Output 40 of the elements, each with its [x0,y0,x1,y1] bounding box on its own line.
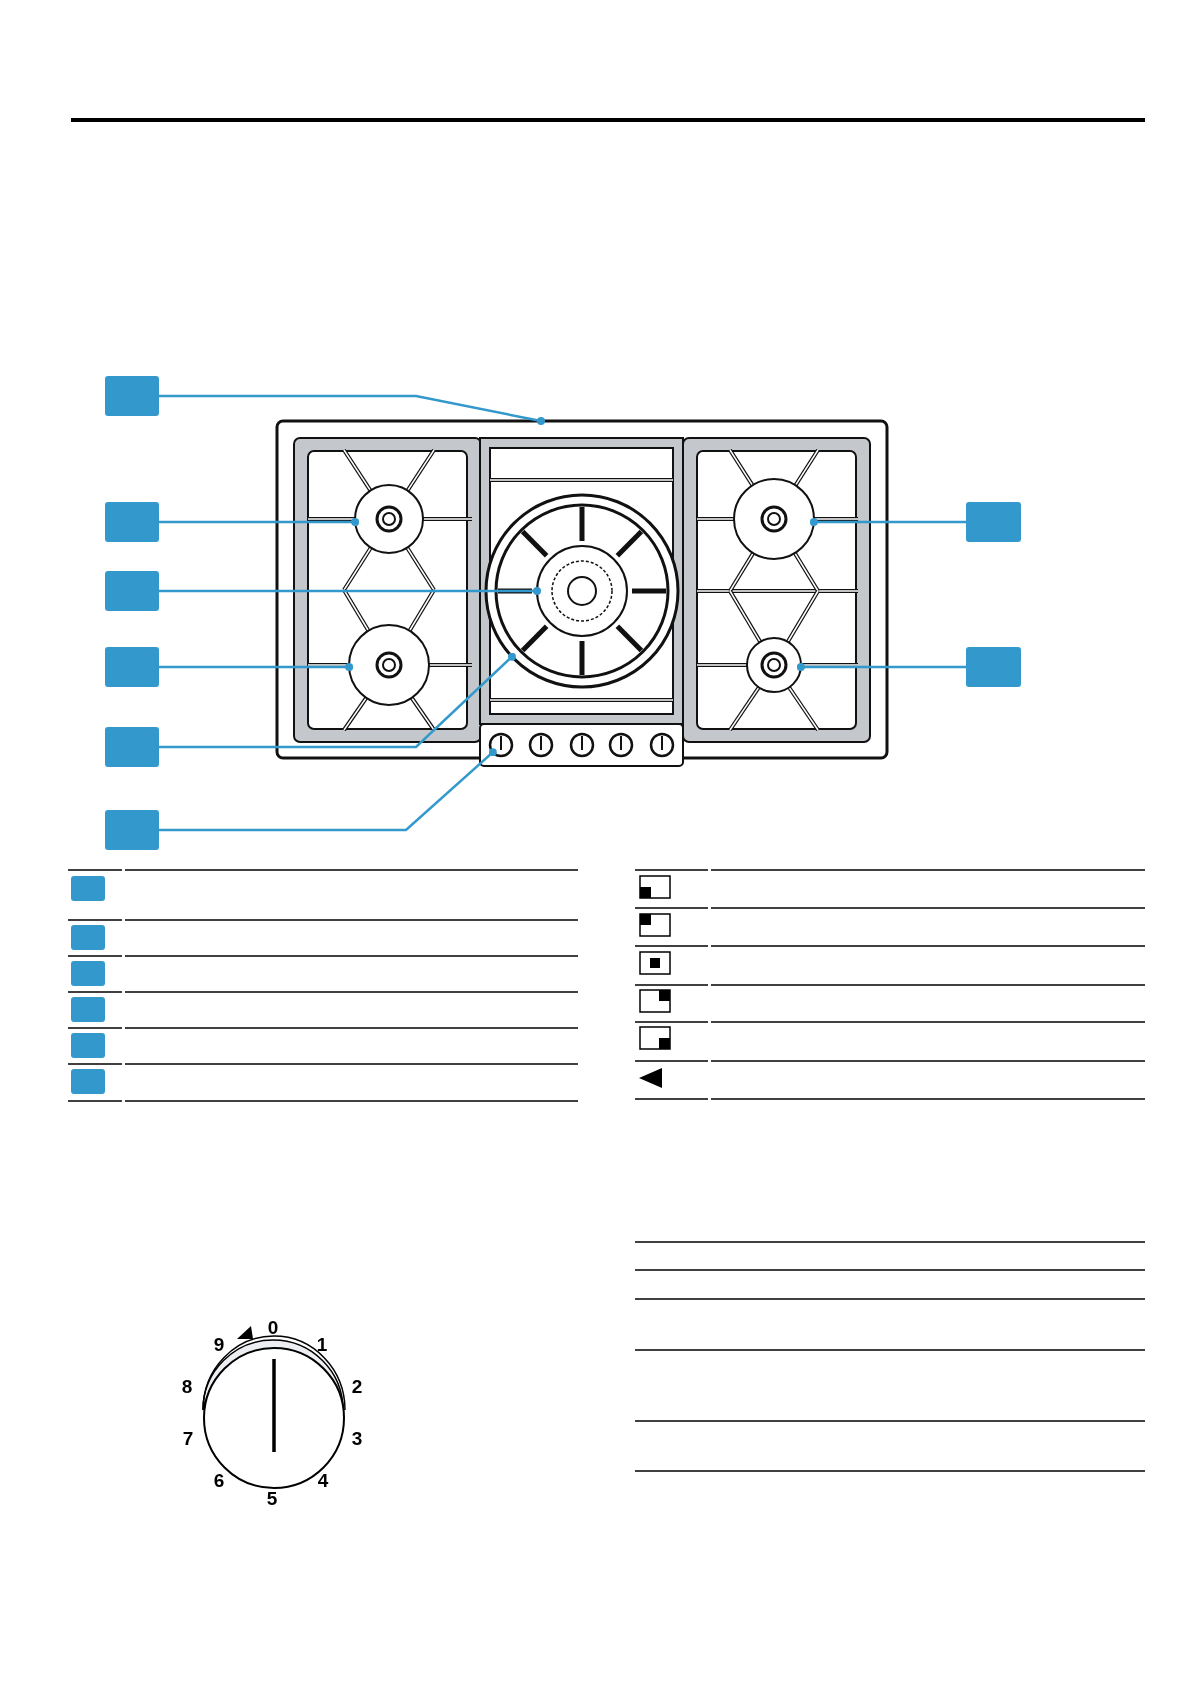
callout-box [105,502,159,542]
wok-burner-drawing [536,545,628,637]
dial-number: 5 [266,1489,278,1509]
dial-number: 4 [317,1471,329,1491]
key-swatch [71,997,105,1022]
leader-line [809,518,966,526]
dial-number: 6 [213,1471,225,1491]
dial-number: 3 [351,1429,363,1449]
callout-box [105,727,159,767]
gas-hob-drawing [275,419,889,767]
burner-drawing [733,478,815,560]
callout-box [105,376,159,416]
callout-box [966,502,1021,542]
leader-line [159,518,360,526]
dial-number: 9 [213,1335,225,1355]
dial-number: 1 [316,1335,328,1355]
dial-number: 7 [182,1429,194,1449]
burner-drawing [354,484,424,554]
key-swatch [71,1033,105,1058]
leader-line [159,652,516,749]
callout-box [966,647,1021,687]
key-swatch [71,1069,105,1094]
key-swatch [71,876,105,901]
callout-box [105,571,159,611]
burner-drawing [348,624,430,706]
leader-line [159,587,541,595]
key-swatch [71,925,105,950]
leader-line [796,663,966,671]
leader-line [159,394,545,425]
key-swatch [71,961,105,986]
callout-box [105,810,159,850]
dial-number: 0 [267,1318,279,1338]
dial-number: 8 [181,1377,193,1397]
dial-number: 2 [351,1377,363,1397]
leader-line [159,748,497,832]
callout-box [105,647,159,687]
control-knob-drawing [488,732,514,758]
burner-drawing [746,637,802,693]
pan-support-drawing [484,493,680,689]
leader-line [159,663,354,671]
